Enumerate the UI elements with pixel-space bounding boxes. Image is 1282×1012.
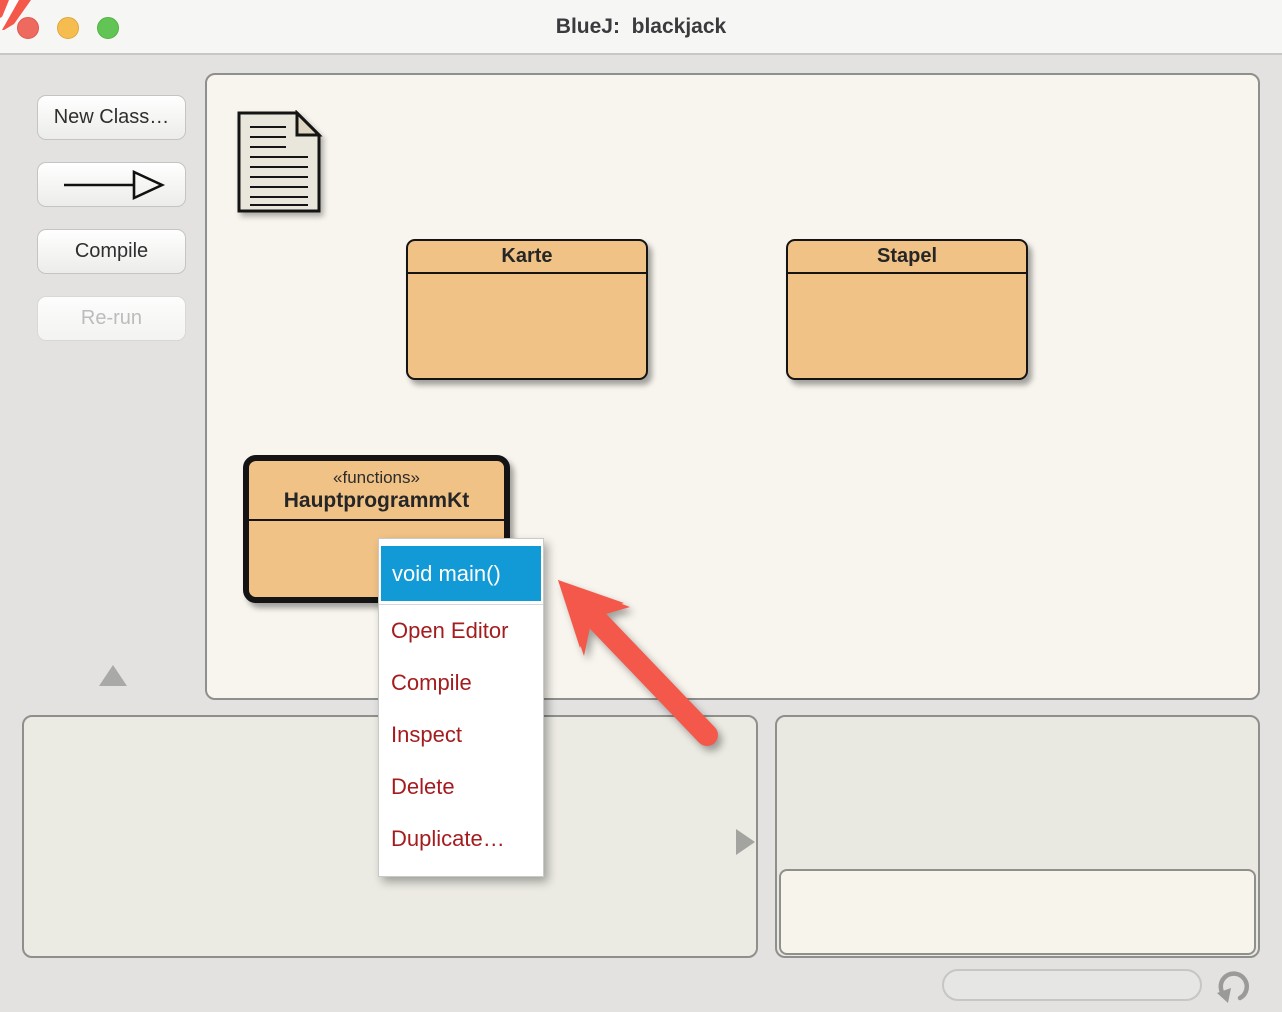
class-header: «functions» HauptprogrammKt <box>249 461 504 521</box>
red-corner-scribble-icon <box>0 0 31 30</box>
menu-item-void-main[interactable]: void main() <box>381 546 541 601</box>
compile-label: Compile <box>74 240 149 262</box>
class-header: Karte <box>408 241 646 274</box>
menu-item-compile[interactable]: Compile <box>391 670 472 695</box>
readme-document-icon[interactable] <box>236 110 326 220</box>
rerun-label: Re-run <box>80 307 143 329</box>
codepad-input-panel[interactable] <box>779 869 1256 955</box>
compile-button[interactable]: Compile <box>37 229 186 274</box>
rerun-button[interactable]: Re-run <box>37 296 186 341</box>
class-name: HauptprogrammKt <box>283 488 470 512</box>
collapse-triangle-icon[interactable] <box>99 665 127 686</box>
codepad-text-input[interactable] <box>942 969 1202 1001</box>
class-box-hauptprogrammkt[interactable]: «functions» HauptprogrammKt <box>243 455 510 603</box>
zoom-button[interactable] <box>97 17 119 39</box>
class-diagram-panel[interactable] <box>205 73 1260 700</box>
menu-item-open-editor[interactable]: Open Editor <box>391 618 509 643</box>
class-context-menu: void main() Open Editor Compile Inspect … <box>378 538 544 877</box>
history-undo-icon[interactable] <box>1212 966 1254 1008</box>
traffic-lights <box>17 17 119 39</box>
menu-item-delete[interactable]: Delete <box>391 774 455 799</box>
class-name: Karte <box>501 245 553 267</box>
menu-item-inspect[interactable]: Inspect <box>391 722 462 747</box>
class-stereotype: «functions» <box>333 467 420 487</box>
close-button[interactable] <box>17 17 39 39</box>
class-header: Stapel <box>788 241 1026 274</box>
menu-separator <box>379 604 543 605</box>
minimize-button[interactable] <box>57 17 79 39</box>
new-class-label: New Class… <box>53 106 170 128</box>
menu-item-duplicate[interactable]: Duplicate… <box>391 826 505 851</box>
class-box-karte[interactable]: Karte <box>406 239 648 380</box>
class-name: Stapel <box>876 245 938 267</box>
uses-arrow-icon <box>63 169 165 200</box>
expand-triangle-icon[interactable] <box>736 829 755 855</box>
new-class-button[interactable]: New Class… <box>37 95 186 140</box>
window-title: BlueJ: blackjack <box>555 14 727 38</box>
class-box-stapel[interactable]: Stapel <box>786 239 1028 380</box>
uses-arrow-button[interactable] <box>37 162 186 207</box>
window-titlebar: BlueJ: blackjack <box>0 0 1282 55</box>
